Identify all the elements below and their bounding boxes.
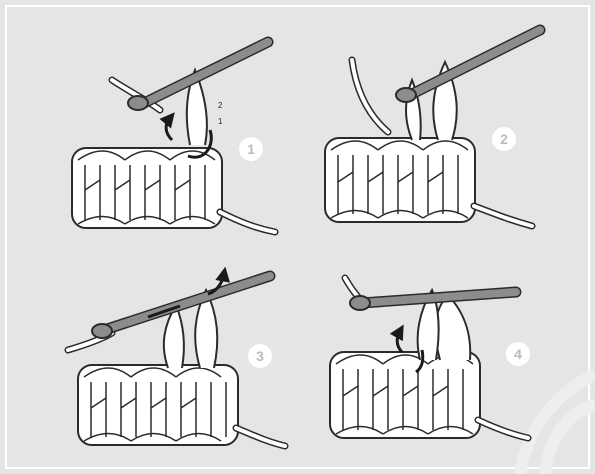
panel-step-2: 2 — [325, 30, 540, 226]
curved-arrow-icon — [166, 118, 172, 140]
panel-step-3: 3 — [68, 274, 285, 446]
step-badge-4: 4 — [506, 342, 530, 366]
step-badge-2: 2 — [492, 127, 516, 151]
watermark-swirl — [520, 375, 595, 474]
step-number: 2 — [500, 131, 508, 147]
loop-label-2: 2 — [218, 101, 223, 110]
step-number: 3 — [256, 348, 264, 364]
step-number: 4 — [514, 346, 522, 362]
step-badge-1: 1 — [239, 137, 263, 161]
fabric-swatch — [330, 352, 480, 438]
step-number: 1 — [247, 141, 255, 157]
crochet-hook-icon — [396, 30, 540, 102]
yarn-loop-icon — [435, 295, 470, 360]
curved-arrow-icon — [397, 331, 402, 352]
step-badge-3: 3 — [248, 344, 272, 368]
loop-label-1: 1 — [218, 117, 223, 126]
fabric-swatch — [72, 148, 222, 228]
panel-step-4: 4 — [330, 278, 530, 438]
fabric-swatch — [78, 365, 238, 445]
fabric-swatch — [325, 138, 475, 222]
panel-step-1: 2 1 1 — [72, 42, 275, 232]
